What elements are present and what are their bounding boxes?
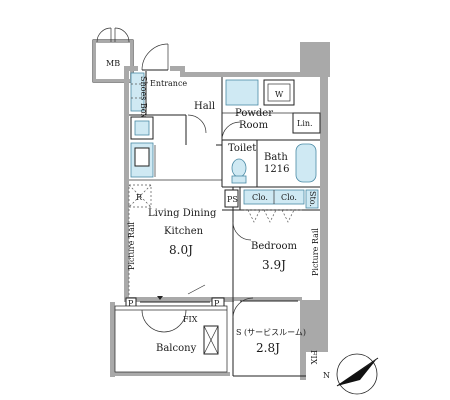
bath-size-label: 1216 xyxy=(264,164,289,175)
ps-label: PS xyxy=(227,195,238,204)
balcony: FIX Balcony xyxy=(114,305,228,373)
closet-1-label: Clo. xyxy=(252,193,268,202)
bedroom-size-label: 3.9J xyxy=(262,258,286,272)
shoes-box-label: Shoes Box xyxy=(139,76,148,119)
entrance-door xyxy=(141,43,169,71)
mb-label: MB xyxy=(106,59,120,68)
washer-label: W xyxy=(275,90,284,99)
powder-room-label-2: Room xyxy=(239,120,269,131)
partitions xyxy=(129,71,321,376)
service-room: S (サービスルーム) 2.8J FIX xyxy=(232,297,318,377)
north-arrow: N xyxy=(323,353,379,395)
p-label-2: P xyxy=(214,299,220,308)
living-label-2: Kitchen xyxy=(164,226,204,237)
living-size-label: 8.0J xyxy=(169,243,193,257)
linen-label: Lin. xyxy=(297,119,313,128)
living-dining-kitchen: Living Dining Kitchen 8.0J Picture Rail xyxy=(127,205,217,296)
powder-room-label-1: Powder xyxy=(235,108,273,119)
closet-2-label: Clo. xyxy=(281,193,297,202)
closet-row: PS Clo. Clo. Sto. xyxy=(224,189,319,223)
service-size-label: 2.8J xyxy=(256,341,280,355)
hall-label: Hall xyxy=(194,101,215,112)
picture-rail-right-label: Picture Rail xyxy=(311,228,320,276)
entrance-label: Entrance xyxy=(150,79,187,88)
service-room-label: S (サービスルーム) xyxy=(236,328,306,337)
walls xyxy=(110,42,330,380)
fix-label-1: FIX xyxy=(183,315,198,324)
bath-room: Bath 1216 xyxy=(264,143,317,183)
picture-rail-left-label: Picture Rail xyxy=(127,222,136,270)
fix-label-2: FIX xyxy=(309,350,318,365)
bedroom-label: Bedroom xyxy=(251,241,297,252)
balcony-label: Balcony xyxy=(156,343,197,354)
meter-box: MB xyxy=(92,27,134,83)
living-label-1: Living Dining xyxy=(148,208,217,219)
window-frames: P P xyxy=(125,284,298,309)
hall: Hall xyxy=(187,101,215,134)
north-label: N xyxy=(323,371,330,380)
p-label-1: P xyxy=(128,299,134,308)
storage-label: Sto. xyxy=(308,191,317,207)
toilet-room: Toilet xyxy=(228,143,256,184)
bedroom: Bedroom 3.9J Picture Rail xyxy=(232,221,320,276)
kitchen-fixtures: R xyxy=(128,116,156,208)
bath-label: Bath xyxy=(264,152,288,163)
toilet-label: Toilet xyxy=(228,143,256,154)
powder-room: W Powder Room Lin. xyxy=(221,79,313,141)
shoes-box: Shoes Box Entrance xyxy=(130,72,187,119)
refrigerator-label: R xyxy=(136,193,143,202)
